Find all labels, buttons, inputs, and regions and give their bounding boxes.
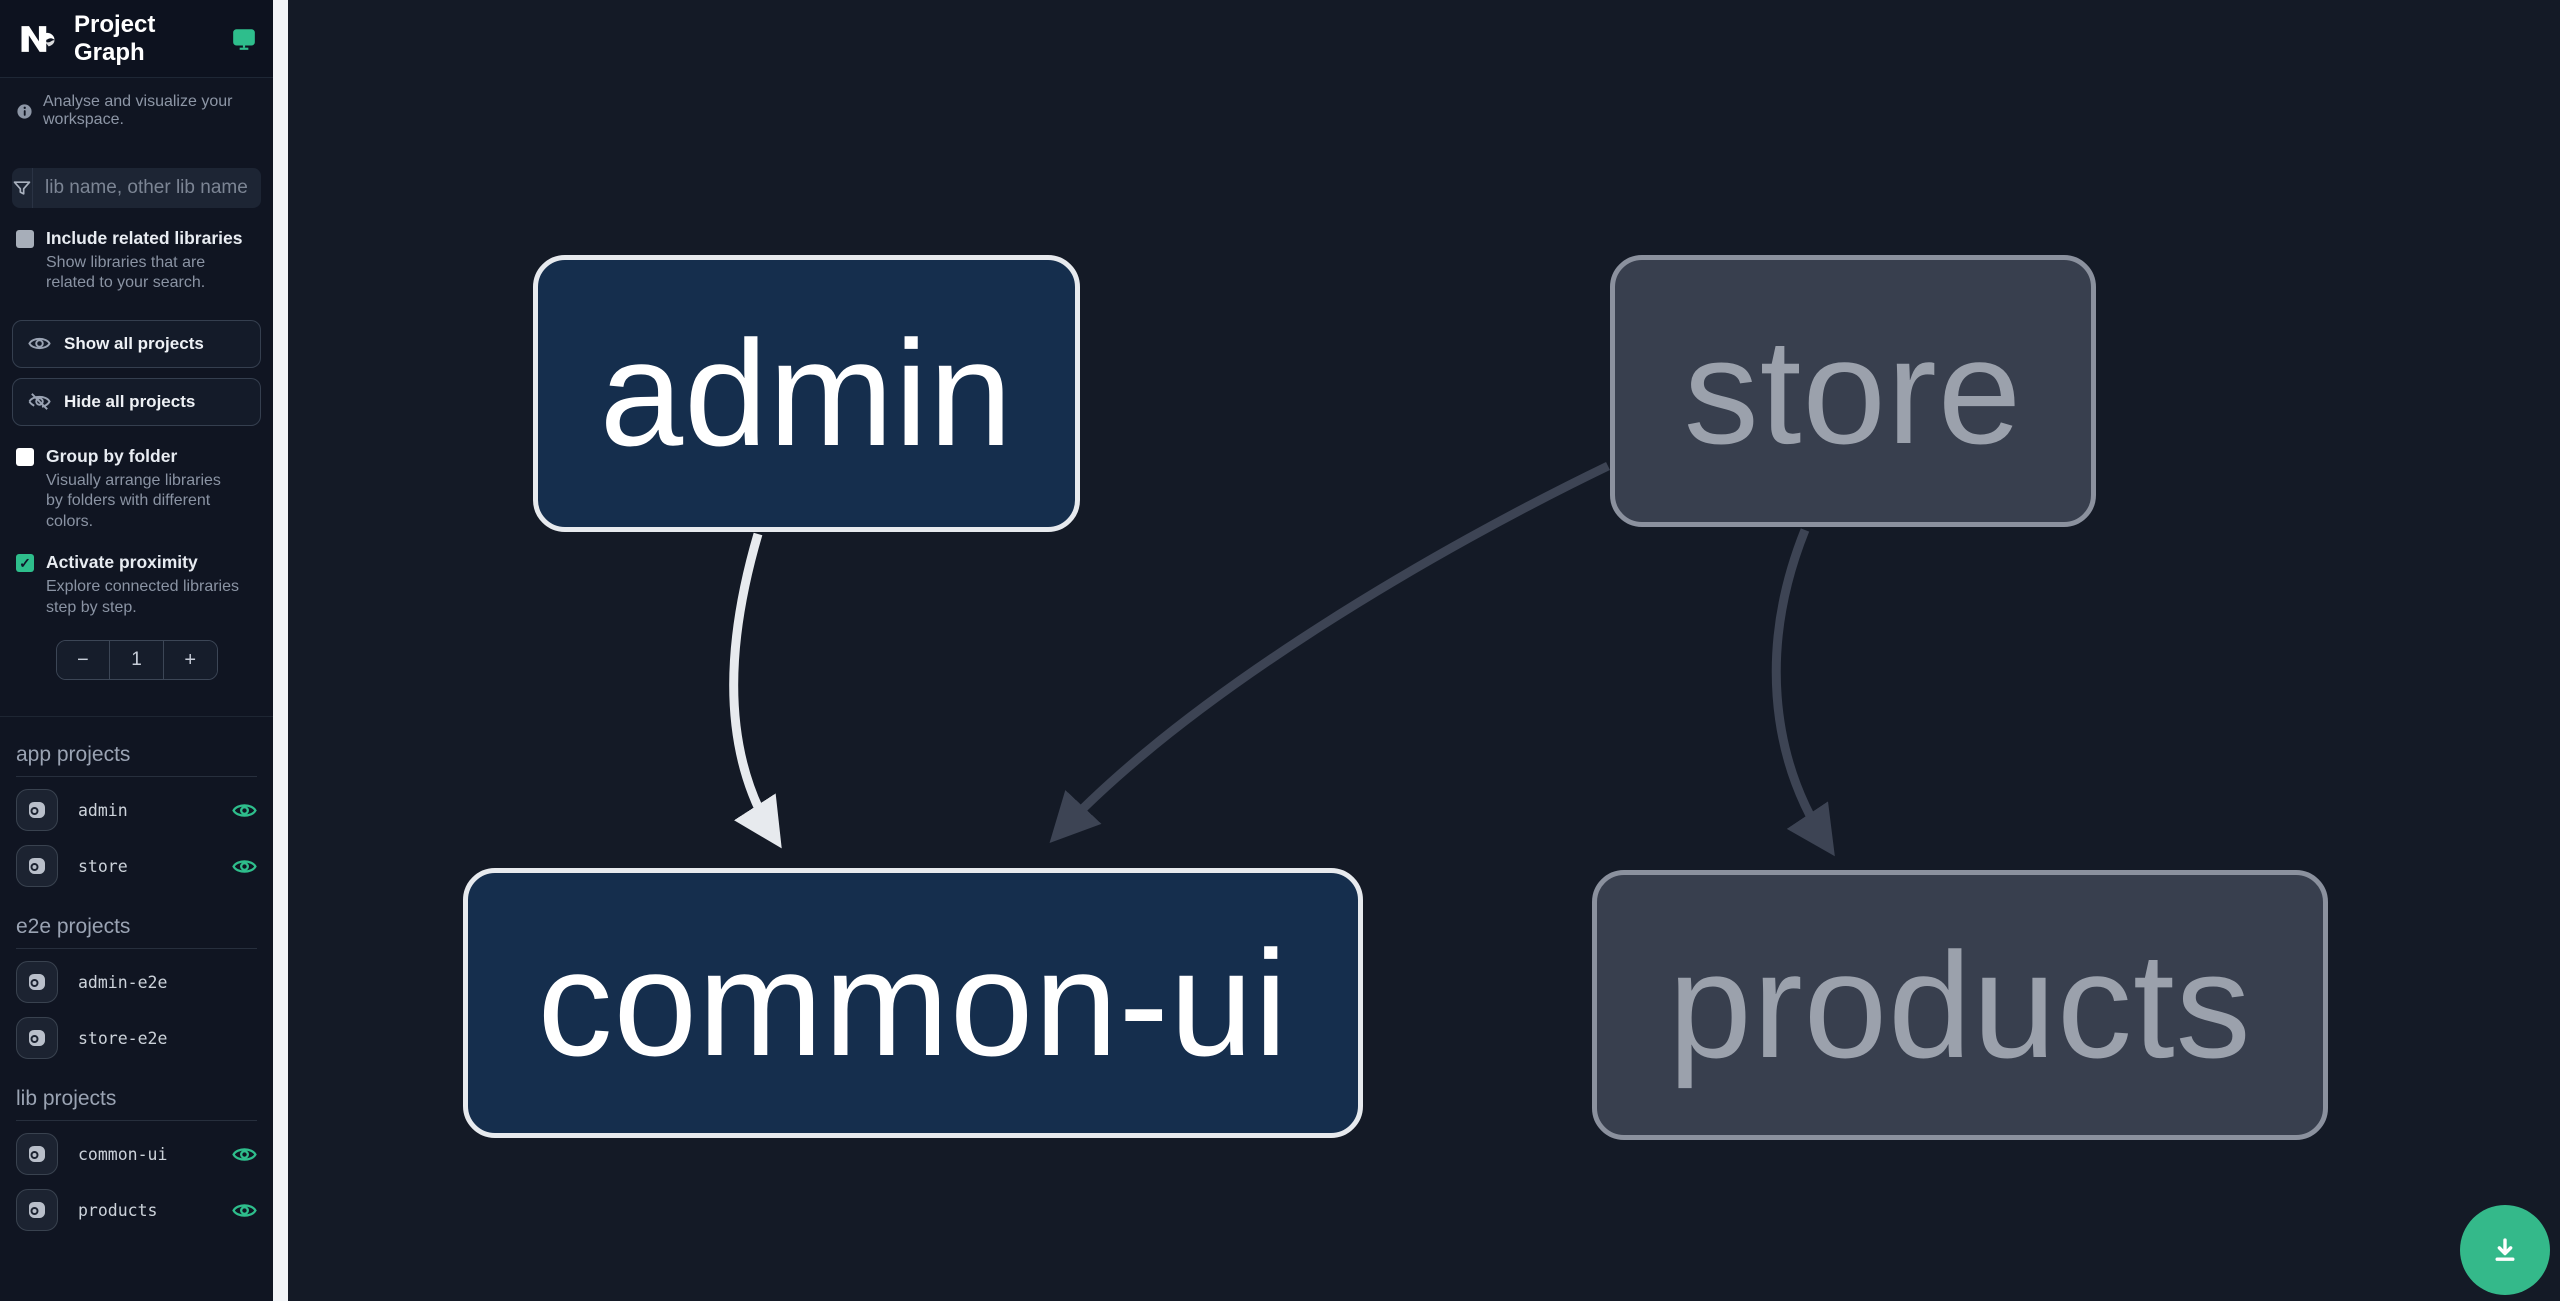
graph-node-store[interactable]: store [1610,255,2096,527]
focus-project-button[interactable] [16,845,58,888]
project-name: products [78,1200,158,1220]
download-graph-button[interactable] [2460,1205,2550,1295]
option-description: Show libraries that are related to your … [46,254,206,292]
eye-icon [28,332,51,355]
proximity-increment-button[interactable]: + [163,641,217,680]
section-title: lib projects [16,1087,257,1122]
section-title: app projects [16,743,257,778]
focus-project-button[interactable] [16,1133,58,1176]
edge-store-to-common-ui [1049,461,1610,844]
project-name: admin-e2e [78,972,168,992]
monitor-icon[interactable] [231,26,257,52]
project-row-store: store [16,843,257,889]
graph-canvas[interactable]: admin store common-ui products [288,0,2560,1301]
show-all-projects-label: Show all projects [64,333,204,353]
option-include-related: Include related libraries Show libraries… [0,228,273,294]
toggle-visibility-eye-icon[interactable] [232,1198,257,1223]
option-label: Activate proximity [46,552,198,573]
focus-project-button[interactable] [16,789,58,832]
hide-all-projects-label: Hide all projects [64,391,196,411]
sidebar-divider [0,716,273,718]
project-name: store [78,856,128,876]
eye-off-icon [28,390,51,413]
group-by-folder-checkbox[interactable] [16,447,34,466]
option-label: Group by folder [46,445,178,466]
show-all-projects-button[interactable]: Show all projects [12,319,261,368]
focus-project-button[interactable] [16,1017,58,1060]
focus-project-button[interactable] [16,1189,58,1232]
graph-edges [729,461,1835,857]
toggle-visibility-eye-icon[interactable] [232,1142,257,1167]
project-name: admin [78,800,128,820]
option-description: Explore connected libraries step by step… [46,578,239,616]
section-app-projects: app projects admin [0,717,273,889]
edge-store-to-products [1771,528,1835,857]
option-description: Visually arrange libraries by folders wi… [46,471,221,530]
hide-all-projects-button[interactable]: Hide all projects [12,377,261,426]
include-related-checkbox[interactable] [16,230,34,248]
toggle-visibility-eye-icon[interactable] [232,854,257,879]
sidebar: Project Graph Analyse and visualize your… [0,0,273,1301]
option-label: Include related libraries [46,228,243,248]
funnel-icon [12,168,33,208]
option-activate-proximity: ✓ Activate proximity Explore connected l… [0,552,273,618]
sidebar-resizer[interactable] [273,0,288,1301]
project-name: common-ui [78,1144,168,1164]
project-row-admin-e2e: admin-e2e [16,959,257,1005]
filter-bar [12,168,261,208]
section-title: e2e projects [16,915,257,950]
project-row-products: products [16,1187,257,1233]
focus-project-button[interactable] [16,961,58,1004]
project-row-store-e2e: store-e2e [16,1015,257,1061]
nx-logo [16,17,60,61]
proximity-stepper: − 1 + [55,640,218,681]
sidebar-header: Project Graph [0,0,273,78]
app-title: Project Graph [74,10,156,66]
proximity-decrement-button[interactable]: − [56,641,110,680]
tagline: Analyse and visualize your workspace. [0,78,273,142]
info-icon [16,103,33,120]
download-icon [2488,1233,2522,1267]
activate-proximity-checkbox[interactable]: ✓ [16,554,34,573]
tagline-text: Analyse and visualize your workspace. [43,93,233,128]
section-lib-projects: lib projects common-ui [0,1061,273,1233]
filter-input[interactable] [33,168,261,208]
project-row-admin: admin [16,787,257,833]
edge-admin-to-common-ui [729,532,782,849]
project-row-common-ui: common-ui [16,1131,257,1177]
section-e2e-projects: e2e projects admin-e2e store- [0,889,273,1061]
graph-node-common-ui[interactable]: common-ui [463,868,1363,1138]
project-name: store-e2e [78,1028,168,1048]
graph-node-products[interactable]: products [1592,870,2328,1140]
toggle-visibility-eye-icon[interactable] [232,798,257,823]
option-group-by-folder: Group by folder Visually arrange librari… [0,446,273,532]
graph-node-admin[interactable]: admin [533,255,1080,532]
proximity-value: 1 [109,641,164,680]
